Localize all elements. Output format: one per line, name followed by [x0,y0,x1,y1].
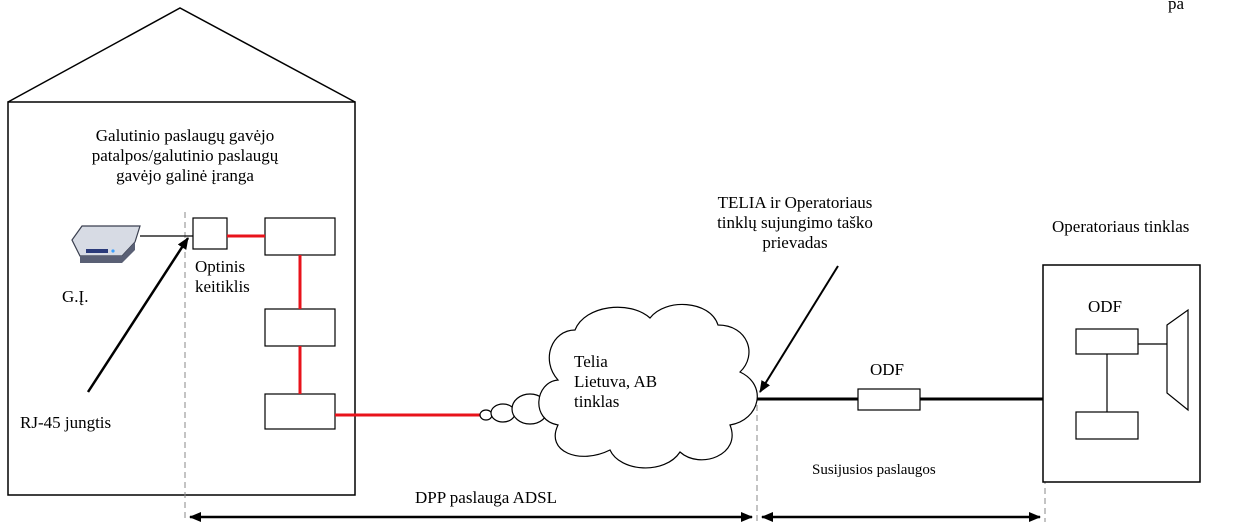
operator-equipment-shape [1166,308,1189,412]
cloud-label-line: Telia [574,352,608,371]
device-label: G.Į. [62,287,89,306]
converter-label-line: keitiklis [195,277,250,296]
interconnect-pointer-arrow [759,265,839,393]
interconnect-label-line: prievadas [762,233,828,252]
odf-link-label: ODF [870,360,905,379]
operator-odf-label: ODF [1088,297,1123,316]
premises-title-line: Galutinio paslaugų gavėjo [95,126,275,145]
dpp-service-label: DPP paslauga ADSL [415,488,557,507]
terminal-device-icon [71,225,141,263]
interconnect-label-line: tinklų sujungimo taško [717,213,873,232]
operator-network-label: Operatoriaus tinklas [1052,217,1190,236]
interconnect-label: TELIA ir Operatoriaus tinklų sujungimo t… [690,193,900,253]
telia-network-cloud [538,304,758,469]
cloud-bubble-medium [490,403,516,423]
related-services-label: Susijusios paslaugos [812,462,936,478]
interconnect-label-line: TELIA ir Operatoriaus [717,193,873,212]
equipment-box-1 [264,217,336,256]
rj45-pointer-arrow [86,237,190,393]
premises-title-line: gavėjo galinė įranga [116,166,254,185]
optical-converter-box [192,217,228,250]
cloud-label: Telia Lietuva, AB tinklas [574,352,657,412]
equipment-box-2 [264,308,336,347]
converter-label: Optinis keitiklis [195,257,250,297]
cloud-label-line: tinklas [574,392,620,411]
operator-odf-box-top [1075,328,1139,355]
equipment-box-3 [264,393,336,430]
premises-title: Galutinio paslaugų gavėjo patalpos/galut… [60,126,310,186]
corner-text: pa [1168,0,1185,13]
premises-title-line: patalpos/galutinio paslaugų [91,146,279,165]
house-roof [7,7,356,103]
connector-label: RJ-45 jungtis [20,413,112,432]
house-body [7,101,356,496]
converter-label-line: Optinis [195,257,246,276]
odf-link-box [857,388,921,411]
cloud-label-line: Lietuva, AB [574,372,658,391]
cloud-bubble-small [479,409,493,421]
operator-odf-box-bottom [1075,411,1139,440]
